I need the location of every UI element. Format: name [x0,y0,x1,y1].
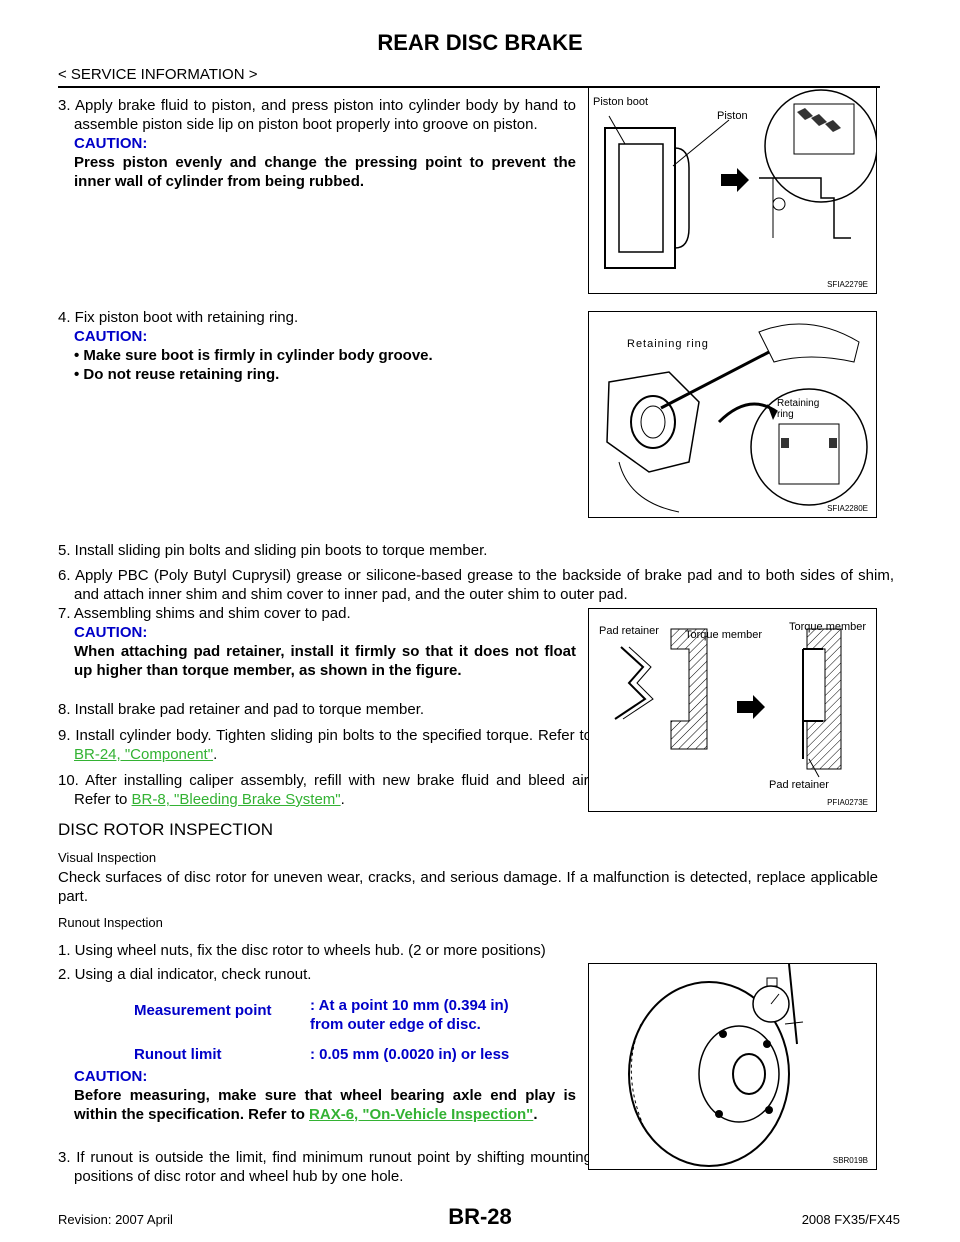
figure-dial-indicator: SBR019B [588,963,877,1170]
step-4-bullet-1: • Make sure boot is firmly in cylinder b… [74,347,433,364]
runout-caution-label: CAUTION: [74,1068,148,1085]
page-number: BR-28 [448,1204,512,1229]
step-3-caution-label: CAUTION: [74,135,148,152]
figure-piston-boot: Piston boot Piston SFIA2279E [588,87,878,294]
link-rax-6-inspection[interactable]: RAX-6, "On-Vehicle Inspection" [309,1106,534,1123]
runout-caution: CAUTION: Before measuring, make sure tha… [74,1067,576,1124]
label-torque-member-right: Torque member [789,621,867,633]
spec-value-limit: : 0.05 mm (0.0020 in) or less [310,1046,510,1063]
step-3: 3. Apply brake fluid to piston, and pres… [58,96,576,191]
heading-runout-inspection: Runout Inspection [58,915,163,930]
step-8: 8. Install brake pad retainer and pad to… [58,701,425,718]
link-br-24-component[interactable]: BR-24, "Component" [74,746,214,763]
step-4-caution-label: CAUTION: [74,328,148,345]
spec-label-limit: Runout limit [134,1046,222,1063]
step-7-caution-text: When attaching pad retainer, install it … [74,643,576,679]
figure-id: SBR019B [832,1156,868,1165]
header-rule [58,86,880,88]
footer-model: 2008 FX35/FX45 [801,1212,900,1227]
step-6: 6. Apply PBC (Poly Butyl Cuprysil) greas… [58,567,894,603]
label-piston-boot: Piston boot [593,96,649,108]
label-torque-member: Torque member [685,629,763,641]
heading-visual-inspection: Visual Inspection [58,850,157,865]
label-pad-retainer: Pad retainer [599,625,659,637]
pad-retainer-illustration [614,628,842,778]
section-label: < SERVICE INFORMATION > [58,66,258,83]
step-5: 5. Install sliding pin bolts and sliding… [58,542,488,559]
figure-id: PFIA0273E [827,798,868,807]
step-4-bullet-2: • Do not reuse retaining ring. [74,366,280,383]
retaining-ring-illustration [606,323,868,513]
runout-step-1: 1. Using wheel nuts, fix the disc rotor … [58,942,546,959]
figure-pad-retainer: Pad retainer Torque member Torque member… [588,608,877,812]
runout-step-3: 3. If runout is outside the limit, find … [58,1149,592,1185]
page-title: REAR DISC BRAKE [377,30,583,55]
dial-indicator-illustration [628,963,804,1167]
step-10: 10. After installing caliper assembly, r… [58,772,592,808]
figure-retaining-ring: Retaining ring Retaining ring SFIA2280E [588,311,877,518]
runout-step-2: 2. Using a dial indicator, check runout. [58,966,312,983]
spec-value-measurement: : At a point 10 mm (0.394 in) from outer… [310,997,509,1033]
figure-id: SFIA2280E [827,504,868,513]
heading-disc-rotor-inspection: DISC ROTOR INSPECTION [58,820,274,839]
step-7-caution-label: CAUTION: [74,624,148,641]
spec-row-measurement: Measurement point : At a point 10 mm (0.… [134,996,538,1046]
label-retaining-ring-detail: Retaining ring [777,398,820,420]
link-br-8-bleeding[interactable]: BR-8, "Bleeding Brake System" [131,791,341,808]
spec-row-limit: Runout limit : 0.05 mm (0.0020 in) or le… [134,1046,538,1075]
piston-boot-illustration [604,89,878,269]
runout-caution-text: Before measuring, make sure that wheel b… [74,1087,576,1123]
step-7-text: 7. Assembling shims and shim cover to pa… [58,605,351,622]
step-3-caution-text: Press piston evenly and change the press… [74,154,576,190]
label-retaining-ring: Retaining ring [627,338,709,350]
runout-spec-table: Measurement point : At a point 10 mm (0.… [134,996,538,1075]
step-4-text: 4. Fix piston boot with retaining ring. [58,309,299,326]
footer-revision: Revision: 2007 April [58,1212,173,1227]
label-piston: Piston [717,110,748,122]
figure-id: SFIA2279E [827,280,868,289]
step-3-text: 3. Apply brake fluid to piston, and pres… [58,97,576,133]
spec-label-measurement: Measurement point [134,1002,272,1019]
step-4: 4. Fix piston boot with retaining ring. … [58,308,576,384]
step-7: 7. Assembling shims and shim cover to pa… [58,604,576,680]
step-9: 9. Install cylinder body. Tighten slidin… [58,727,592,763]
visual-inspection-text: Check surfaces of disc rotor for uneven … [58,869,878,905]
label-pad-retainer-right: Pad retainer [769,779,829,791]
